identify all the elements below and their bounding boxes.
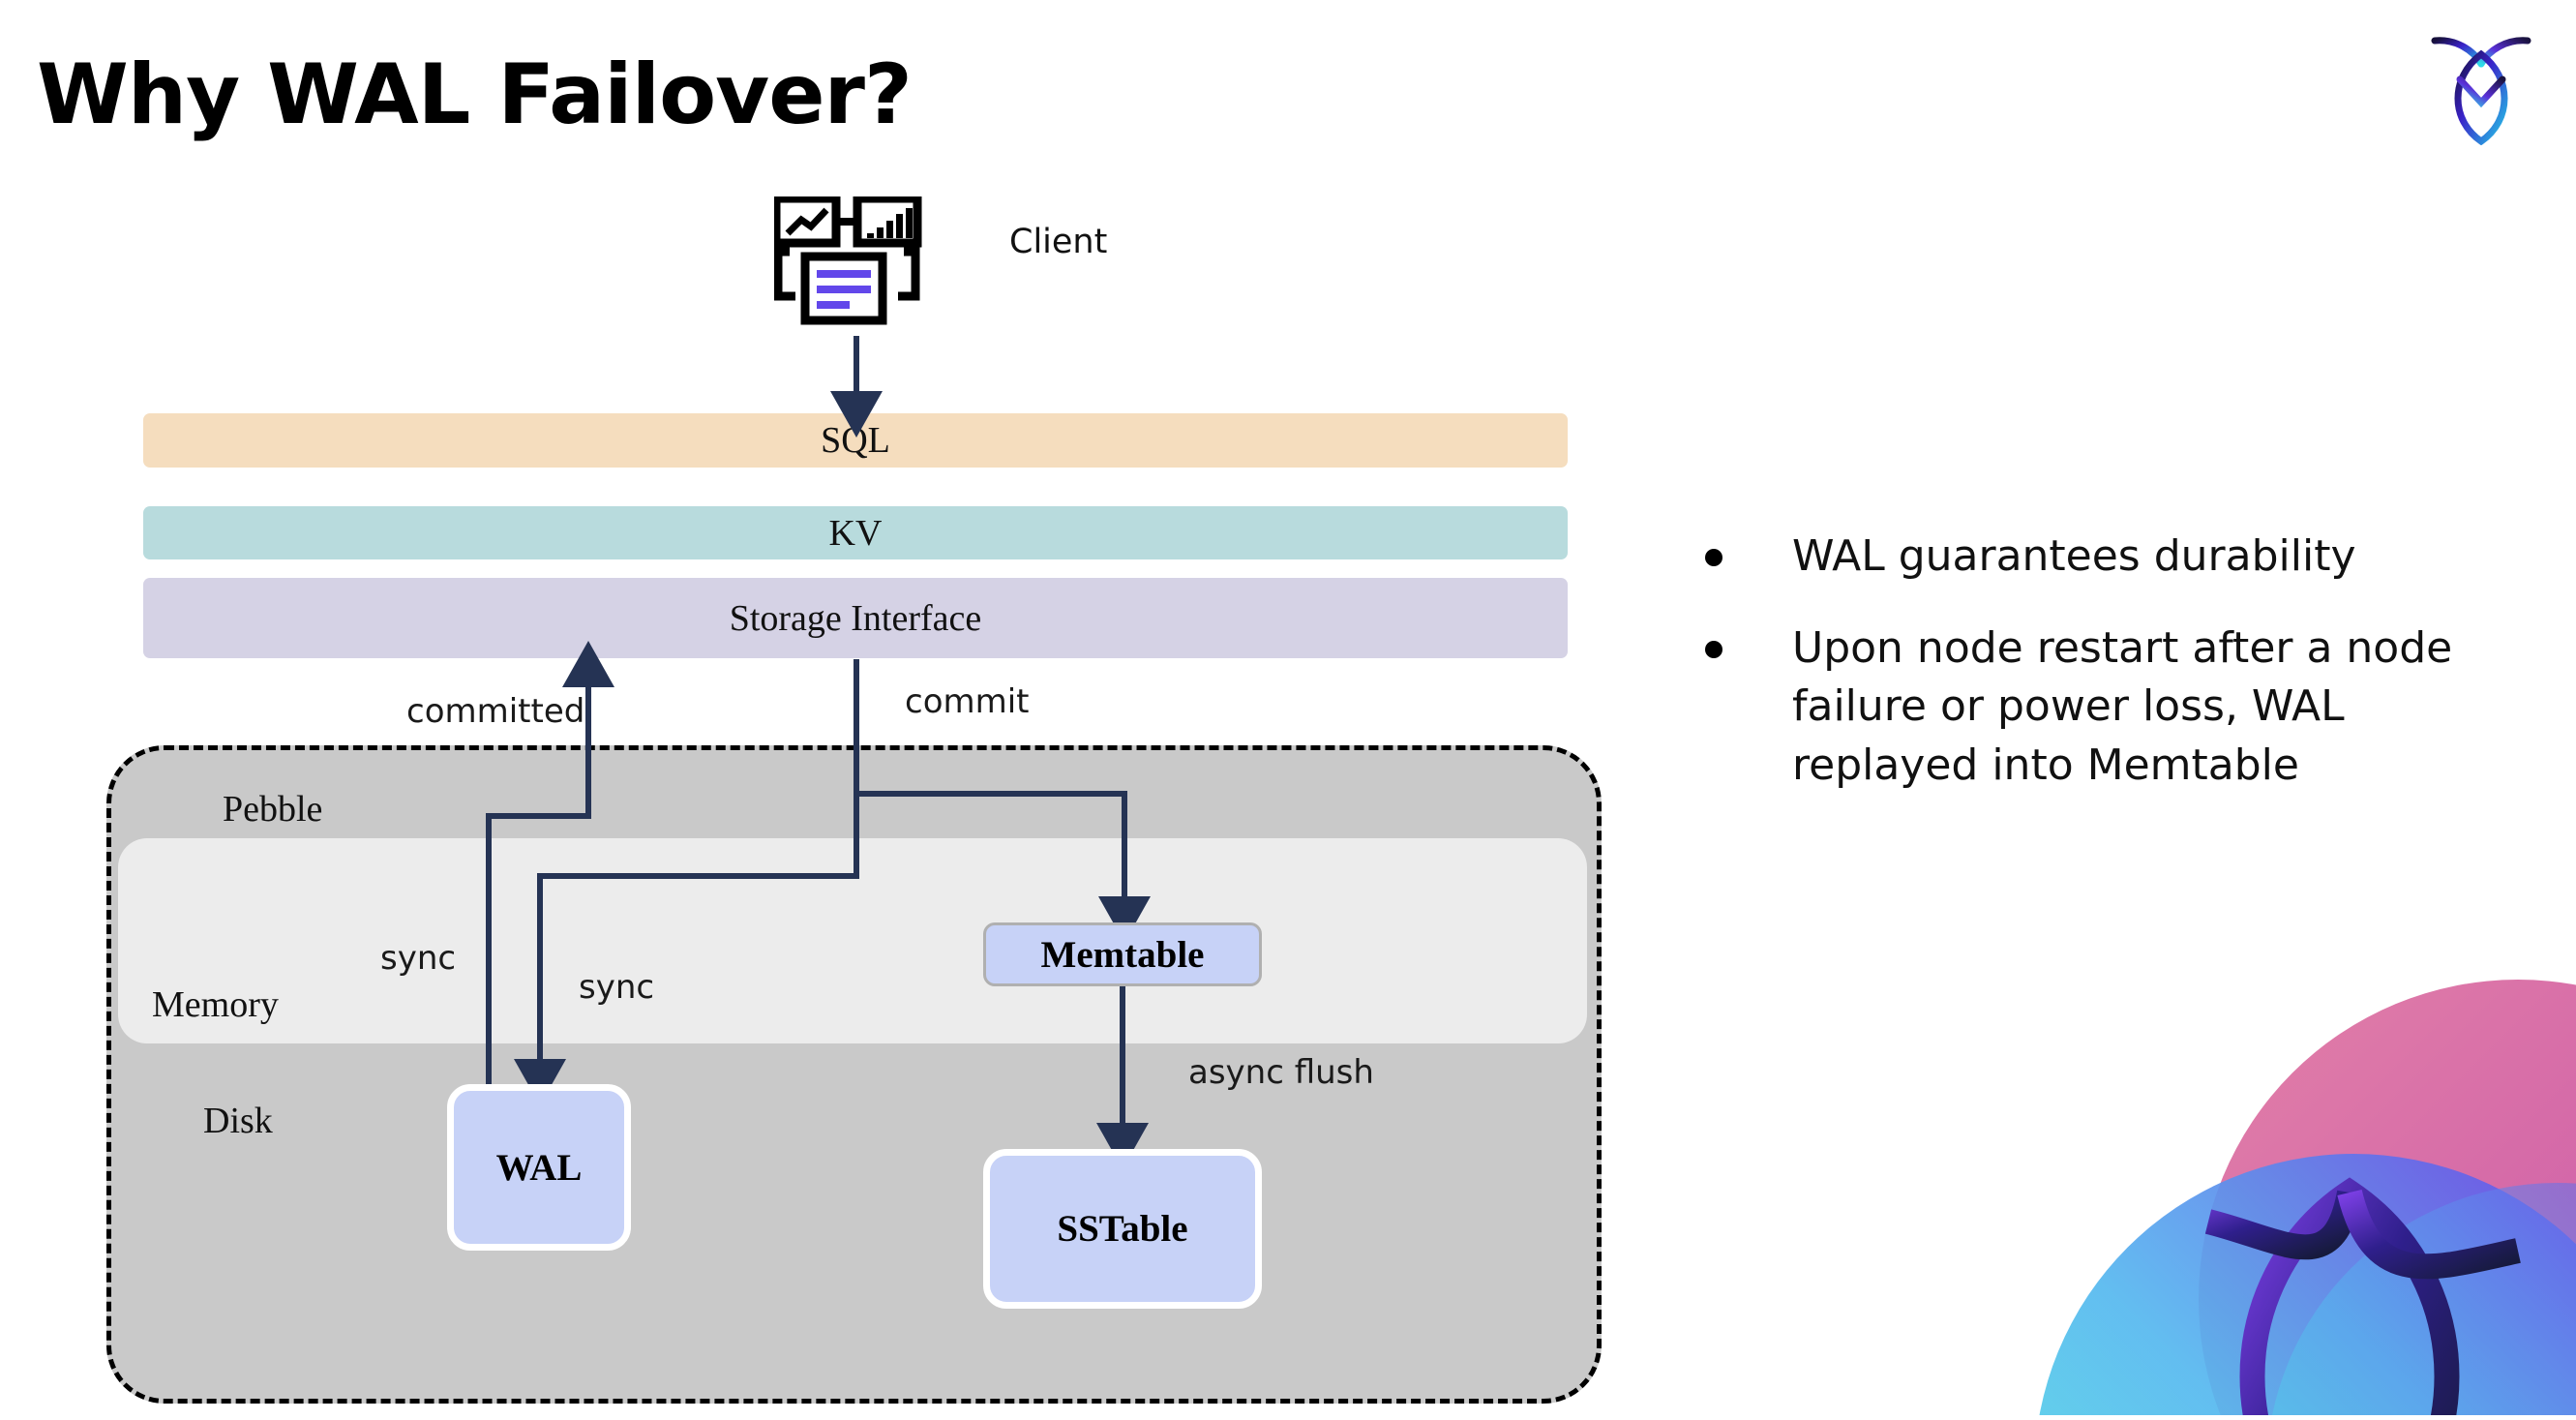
node-wal: WAL: [447, 1084, 631, 1251]
node-label: SSTable: [1057, 1208, 1188, 1250]
architecture-diagram: Client SQL KV Storage Interface Pebble M…: [106, 194, 1602, 1404]
layer-label: KV: [828, 512, 883, 554]
node-memtable: Memtable: [983, 922, 1262, 986]
cockroachdb-logo: [2423, 27, 2539, 146]
edge-label-sync-left: sync: [380, 939, 457, 978]
list-item: WAL guarantees durability: [1705, 528, 2518, 587]
pebble-label: Pebble: [223, 789, 323, 830]
list-item: Upon node restart after a node failure o…: [1705, 619, 2518, 796]
bullet-text: Upon node restart after a node failure o…: [1792, 622, 2453, 791]
node-label: WAL: [495, 1146, 583, 1189]
node-sstable: SSTable: [983, 1149, 1262, 1309]
layer-bar-sql: SQL: [143, 413, 1568, 468]
bullet-text: WAL guarantees durability: [1792, 531, 2356, 581]
bullet-list: WAL guarantees durability Upon node rest…: [1705, 528, 2518, 829]
memory-label: Memory: [152, 984, 279, 1025]
layer-label: SQL: [821, 420, 890, 461]
layer-label: Storage Interface: [729, 597, 982, 639]
node-label: Memtable: [1040, 933, 1205, 976]
bullet-dot-icon: [1705, 640, 1722, 658]
page-title: Why WAL Failover?: [37, 46, 913, 143]
layer-bar-kv: KV: [143, 506, 1568, 559]
decorative-corner-graphic: [1976, 931, 2576, 1415]
edge-label-committed: committed: [406, 692, 585, 731]
client-dashboard-icon: [771, 194, 929, 337]
disk-label: Disk: [203, 1101, 273, 1141]
client-label: Client: [1009, 223, 1108, 261]
bullet-dot-icon: [1705, 549, 1722, 566]
edge-label-sync-right: sync: [579, 968, 655, 1007]
edge-label-commit: commit: [905, 682, 1030, 721]
memory-region: [118, 838, 1587, 1043]
layer-bar-storage-interface: Storage Interface: [143, 578, 1568, 658]
edge-label-async-flush: async flush: [1188, 1053, 1374, 1092]
